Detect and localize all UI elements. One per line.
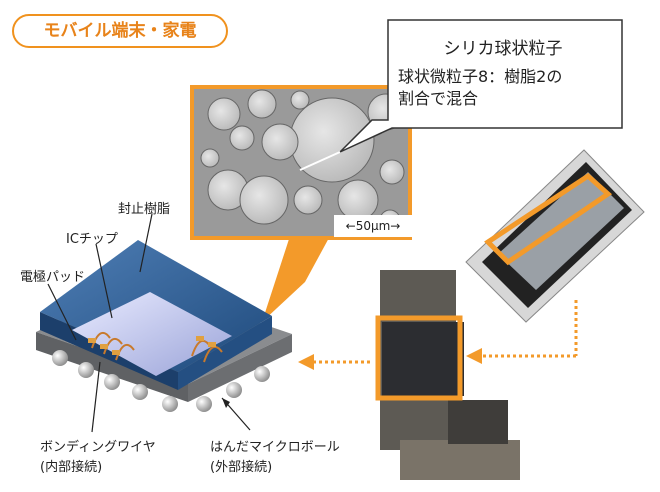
label-electrode-pad: 電極パッド (20, 266, 85, 285)
smartphone-photo (466, 150, 644, 322)
callout-body: 球状微粒子8：樹脂2の 割合で混合 (398, 66, 618, 110)
label-ic-chip: ICチップ (66, 228, 118, 247)
callout-line-2: 割合で混合 (398, 88, 618, 110)
label-solder-ball-note: (外部接続) (210, 456, 272, 475)
callout-line-1: 球状微粒子8：樹脂2の (398, 66, 618, 88)
label-encapsulation-resin: 封止樹脂 (118, 198, 170, 217)
label-bonding-wire: ボンディングワイヤ (40, 436, 156, 455)
scale-bar-label: ←50μm→ (334, 215, 412, 237)
label-solder-ball: はんだマイクロボール (210, 436, 340, 455)
callout-title: シリカ球状粒子 (398, 34, 608, 59)
zoom-funnel (262, 236, 330, 322)
label-bonding-wire-note: (内部接続) (40, 456, 102, 475)
category-badge: モバイル端末・家電 (12, 14, 228, 48)
circuit-board-photo (378, 270, 520, 480)
